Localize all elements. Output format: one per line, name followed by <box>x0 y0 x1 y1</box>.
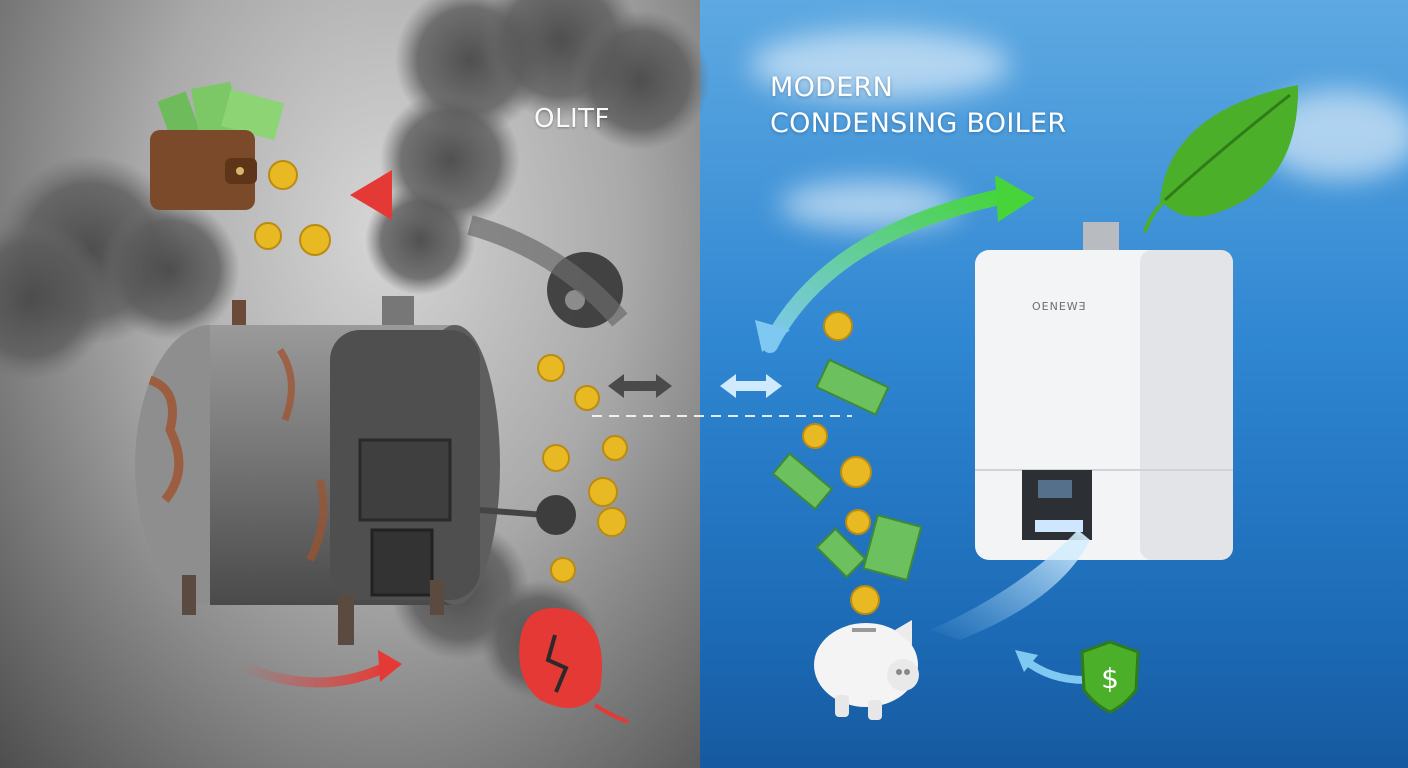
smoke-icon <box>930 530 1090 640</box>
arrow-icon <box>1022 656 1086 684</box>
arrow-icon <box>237 660 393 688</box>
modern-title-line1: MODERN <box>770 72 894 103</box>
coin-icon <box>254 160 880 615</box>
boiler-brand-label: OENEWƎ <box>1032 300 1087 313</box>
green-leaf-icon <box>1143 85 1299 233</box>
sky-cloud <box>750 30 1010 100</box>
arrow-icon <box>350 170 392 220</box>
arrow-icon <box>995 175 1035 222</box>
arrow-icon <box>720 374 782 398</box>
arrow-icon <box>467 215 628 327</box>
arrow-icon <box>762 187 1018 353</box>
modern-boiler-title: MODERN CONDENSING BOILER <box>770 70 1066 142</box>
arrow-icon <box>378 650 402 682</box>
rusty-boiler-icon <box>135 296 576 645</box>
cash-icon <box>771 358 923 582</box>
modern-title-line2: CONDENSING BOILER <box>770 108 1067 139</box>
broken-leaf-icon <box>519 608 629 724</box>
arrow-icon <box>608 374 672 398</box>
piggy-bank-icon <box>814 620 919 720</box>
modern-boiler-icon <box>975 222 1233 560</box>
svg-text:$: $ <box>1101 662 1119 695</box>
shield-dollar-icon: $ <box>1080 640 1140 714</box>
arrow-icon <box>1015 650 1038 672</box>
arrow-icon <box>755 320 790 352</box>
old-boiler-title: OLITF <box>534 104 610 134</box>
wallet-icon <box>150 81 285 210</box>
